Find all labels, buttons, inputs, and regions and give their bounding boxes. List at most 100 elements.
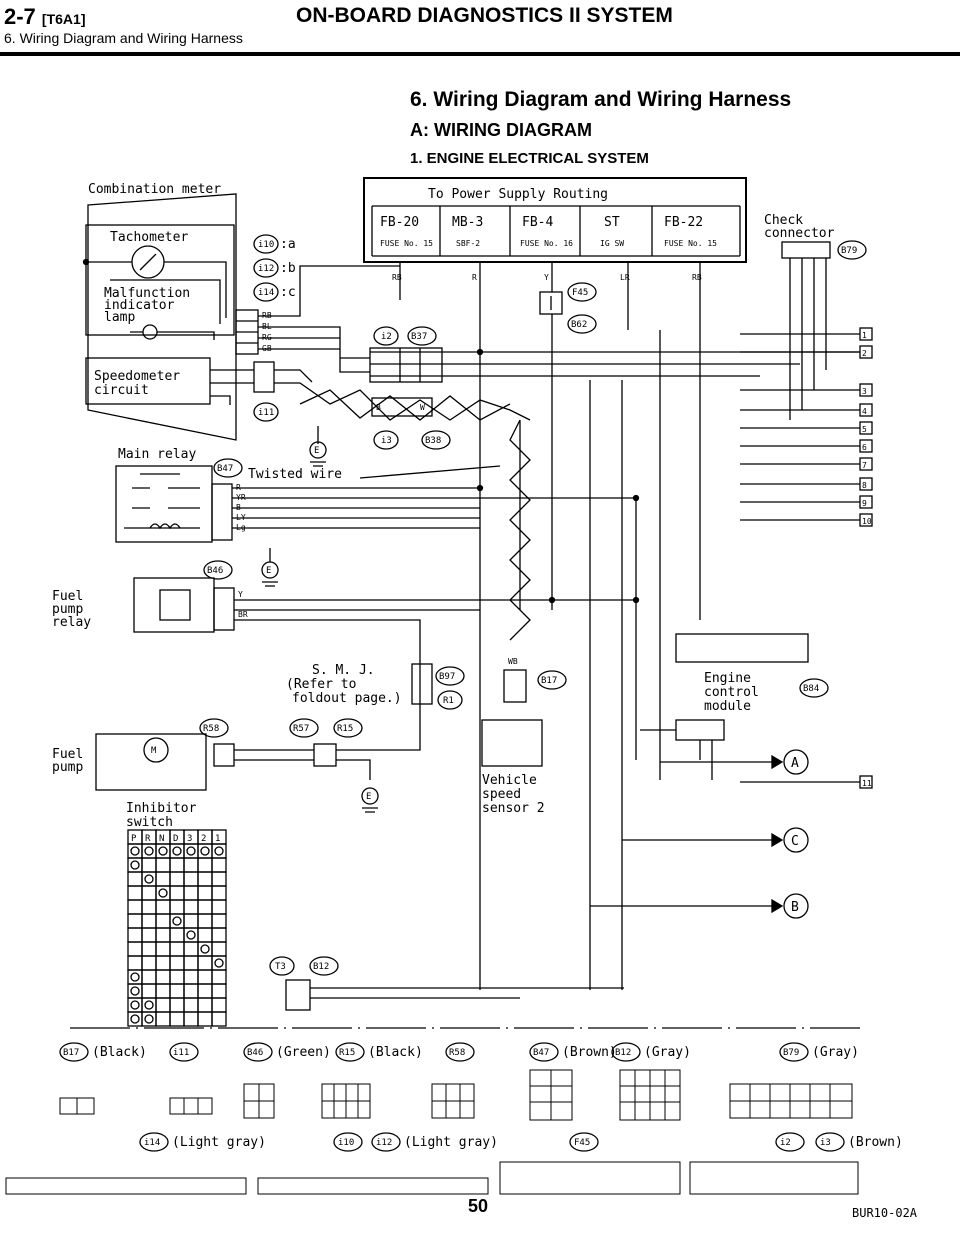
ecm-label-2: control <box>704 685 759 700</box>
connector-b79: B79 <box>837 240 867 260</box>
svg-text:Y: Y <box>544 273 549 282</box>
svg-text:6: 6 <box>862 443 867 452</box>
svg-text:i2: i2 <box>381 332 392 342</box>
right-terminal-1: 1 <box>740 327 873 341</box>
header-title: ON-BOARD DIAGNOSTICS II SYSTEM <box>296 4 673 27</box>
svg-text:RB: RB <box>392 273 402 282</box>
svg-text:IG SW: IG SW <box>600 239 624 248</box>
combination-meter-label: Combination meter <box>88 182 221 197</box>
svg-text:(Brown): (Brown) <box>562 1045 617 1060</box>
speedometer-box <box>85 357 211 405</box>
connector-i3: i3 <box>373 430 399 450</box>
power-supply-title: To Power Supply Routing <box>428 187 608 202</box>
section-code: 2-7 [T6A1] <box>4 4 86 29</box>
svg-text:B17: B17 <box>63 1048 79 1058</box>
svg-text:11: 11 <box>862 779 872 788</box>
connector-b62: B62 <box>567 314 597 334</box>
meter-connector-b: i12 :b <box>253 258 296 278</box>
right-terminal-2: 2 <box>740 345 873 359</box>
legend-i11: i11 <box>169 1042 199 1062</box>
svg-text:W: W <box>420 403 425 412</box>
f45-connector-block <box>539 291 563 315</box>
connector-i11: i11 <box>253 402 279 422</box>
svg-text:R1: R1 <box>443 696 454 706</box>
legend-faces-row1 <box>59 1069 853 1121</box>
legend-b12: B12(Gray) <box>611 1042 691 1062</box>
fuel-pump-label-1: Fuel <box>52 747 83 762</box>
connector-b38: B38 <box>421 430 451 450</box>
fuel-pump-relay-label-1: Fuel <box>52 589 83 604</box>
svg-text:3: 3 <box>187 834 192 844</box>
svg-text:B84: B84 <box>803 684 819 694</box>
right-terminal-5: 5 <box>740 421 873 435</box>
legend-b17: B17(Black) <box>59 1042 147 1062</box>
ecm-terminal-block <box>675 633 809 663</box>
inhibitor-position-3: D <box>169 829 185 845</box>
inhibitor-contact-18 <box>130 1014 140 1024</box>
inhibitor-row-13 <box>127 1011 227 1027</box>
svg-text:i12: i12 <box>258 264 274 274</box>
legend-i10: i10 <box>333 1132 363 1152</box>
inhibitor-row-2 <box>127 857 227 873</box>
fuel-pump-relay-box <box>133 577 215 633</box>
header-subtitle: 6. Wiring Diagram and Wiring Harness <box>4 30 243 46</box>
right-terminal-7: 7 <box>740 457 873 471</box>
inhibitor-position-5: 2 <box>197 829 213 845</box>
right-terminal-9: 9 <box>740 495 873 509</box>
fuel-pump-label-2: pump <box>52 760 83 775</box>
legend-i2: i2 <box>775 1132 805 1152</box>
svg-text:SBF-2: SBF-2 <box>456 239 480 248</box>
check-connector-label-1: Check <box>764 213 803 228</box>
connector-r15: R15 <box>333 718 363 738</box>
fuel-pump-motor-icon <box>143 737 169 763</box>
svg-text:B12: B12 <box>313 962 329 972</box>
inhibitor-label-1: Inhibitor <box>126 801 197 816</box>
legend-r15: R15(Black) <box>335 1042 423 1062</box>
tachometer-box <box>85 224 235 336</box>
inhibitor-contact-8 <box>144 874 154 884</box>
ground-meter: E <box>309 426 327 467</box>
inhibitor-contact-10 <box>172 916 182 926</box>
svg-text:E: E <box>266 566 271 576</box>
vehicle-speed-sensor-box <box>481 719 543 767</box>
inhibitor-row-3 <box>127 871 227 887</box>
legend-i3: i3(Brown) <box>815 1132 903 1152</box>
power-supply-box <box>363 177 747 263</box>
connector-r58: R58 <box>199 718 229 738</box>
inhibitor-row-12 <box>127 997 227 1013</box>
power-fuse-1: MB-3 SBF-2 <box>452 215 483 248</box>
svg-text:R: R <box>145 834 151 844</box>
svg-text:B79: B79 <box>783 1048 799 1058</box>
vss-label-3: sensor 2 <box>482 801 545 816</box>
svg-text:1: 1 <box>862 331 867 340</box>
svg-text:4: 4 <box>862 407 867 416</box>
svg-text:5: 5 <box>862 425 867 434</box>
inhibitor-position-2: N <box>155 829 171 845</box>
svg-text:i12: i12 <box>376 1138 392 1148</box>
connector-i2: i2 <box>373 326 399 346</box>
meter-connector-c: i14 :c <box>253 282 296 302</box>
svg-text:B46: B46 <box>207 566 223 576</box>
svg-text:1: 1 <box>215 834 220 844</box>
inhibitor-contact-14 <box>130 972 140 982</box>
inhibitor-contact-1 <box>144 846 154 856</box>
legend-b46: B46(Green) <box>243 1042 331 1062</box>
inhibitor-contact-0 <box>130 846 140 856</box>
right-terminal-10: 10 <box>740 513 873 527</box>
svg-text:i11: i11 <box>258 408 274 418</box>
connector-f45: F45 <box>567 282 597 302</box>
svg-text:2: 2 <box>862 349 867 358</box>
section-subtitle: A: WIRING DIAGRAM <box>410 120 592 140</box>
inhibitor-contact-17 <box>144 1000 154 1010</box>
inhibitor-row-10 <box>127 969 227 985</box>
speedometer-label-1: Speedometer <box>94 369 180 384</box>
svg-text:R15: R15 <box>337 724 353 734</box>
ground-fuel-pump: E <box>361 787 379 813</box>
svg-text:B47: B47 <box>217 464 233 474</box>
svg-text:P: P <box>131 834 137 844</box>
inhibitor-position-0: P <box>127 829 143 845</box>
connector-b97: B97 <box>435 666 465 686</box>
